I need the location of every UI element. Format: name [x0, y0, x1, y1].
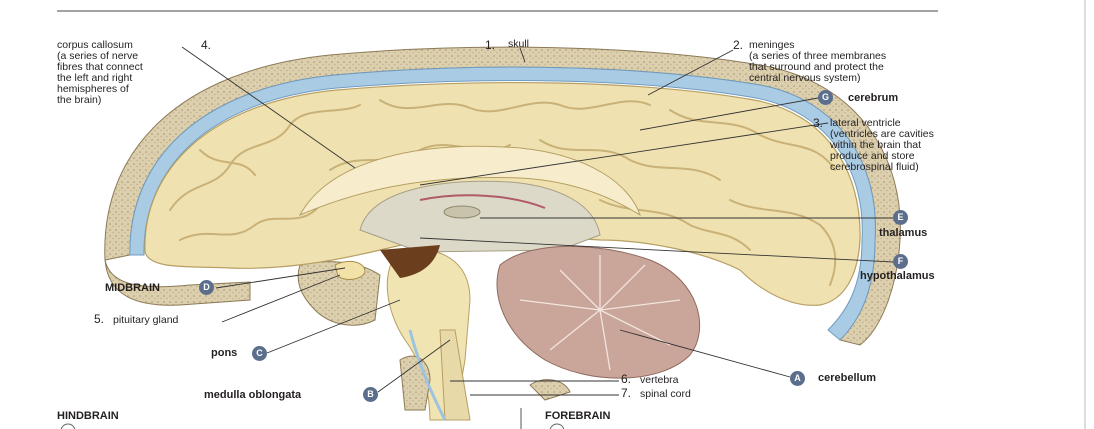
- spinal-cord-label: spinal cord: [640, 388, 691, 400]
- meninges-layer: [129, 66, 876, 341]
- number-1: 1.: [485, 38, 496, 52]
- corpus-callosum-shape: [298, 145, 641, 217]
- forebrain-header: FOREBRAIN: [545, 410, 611, 422]
- badge-b: B: [363, 387, 378, 402]
- pituitary-gland-label: pituitary gland: [113, 314, 179, 326]
- thalamus-label: thalamus: [879, 227, 928, 239]
- number-7: 7.: [621, 386, 632, 400]
- badge-a: A: [790, 371, 805, 386]
- number-2: 2.: [733, 38, 744, 52]
- number-3: 3.: [813, 116, 824, 130]
- vertebra-label: vertebra: [640, 374, 679, 386]
- hindbrain-header: HINDBRAIN: [57, 410, 119, 422]
- hypothalamus-label: hypothalamus: [860, 270, 935, 282]
- number-5: 5.: [94, 312, 105, 326]
- badge-c: C: [252, 346, 267, 361]
- number-4: 4.: [201, 38, 212, 52]
- badge-f: F: [893, 254, 908, 269]
- spinal-cord-shape: [439, 329, 471, 421]
- badge-g: G: [818, 90, 833, 105]
- meninges-label: meninges (a series of three membranes th…: [749, 39, 887, 84]
- cerebrum-label: cerebrum: [848, 92, 899, 104]
- lateral-ventricle-label: lateral ventricle (ventricles are caviti…: [830, 117, 934, 173]
- skull-label: skull: [508, 38, 530, 50]
- corpus-callosum-label: corpus callosum (a series of nerve fibre…: [57, 39, 143, 106]
- number-6: 6.: [621, 372, 632, 386]
- cerebellum-shape: [496, 245, 701, 379]
- midbrain-label: MIDBRAIN: [105, 282, 160, 294]
- cerebellum-label: cerebellum: [818, 372, 877, 384]
- ventricle-shape: [359, 180, 601, 253]
- badge-d: D: [199, 280, 214, 295]
- medulla-oblongata-label: medulla oblongata: [204, 389, 302, 401]
- badge-e: E: [893, 210, 908, 225]
- pons-label: pons: [211, 347, 238, 359]
